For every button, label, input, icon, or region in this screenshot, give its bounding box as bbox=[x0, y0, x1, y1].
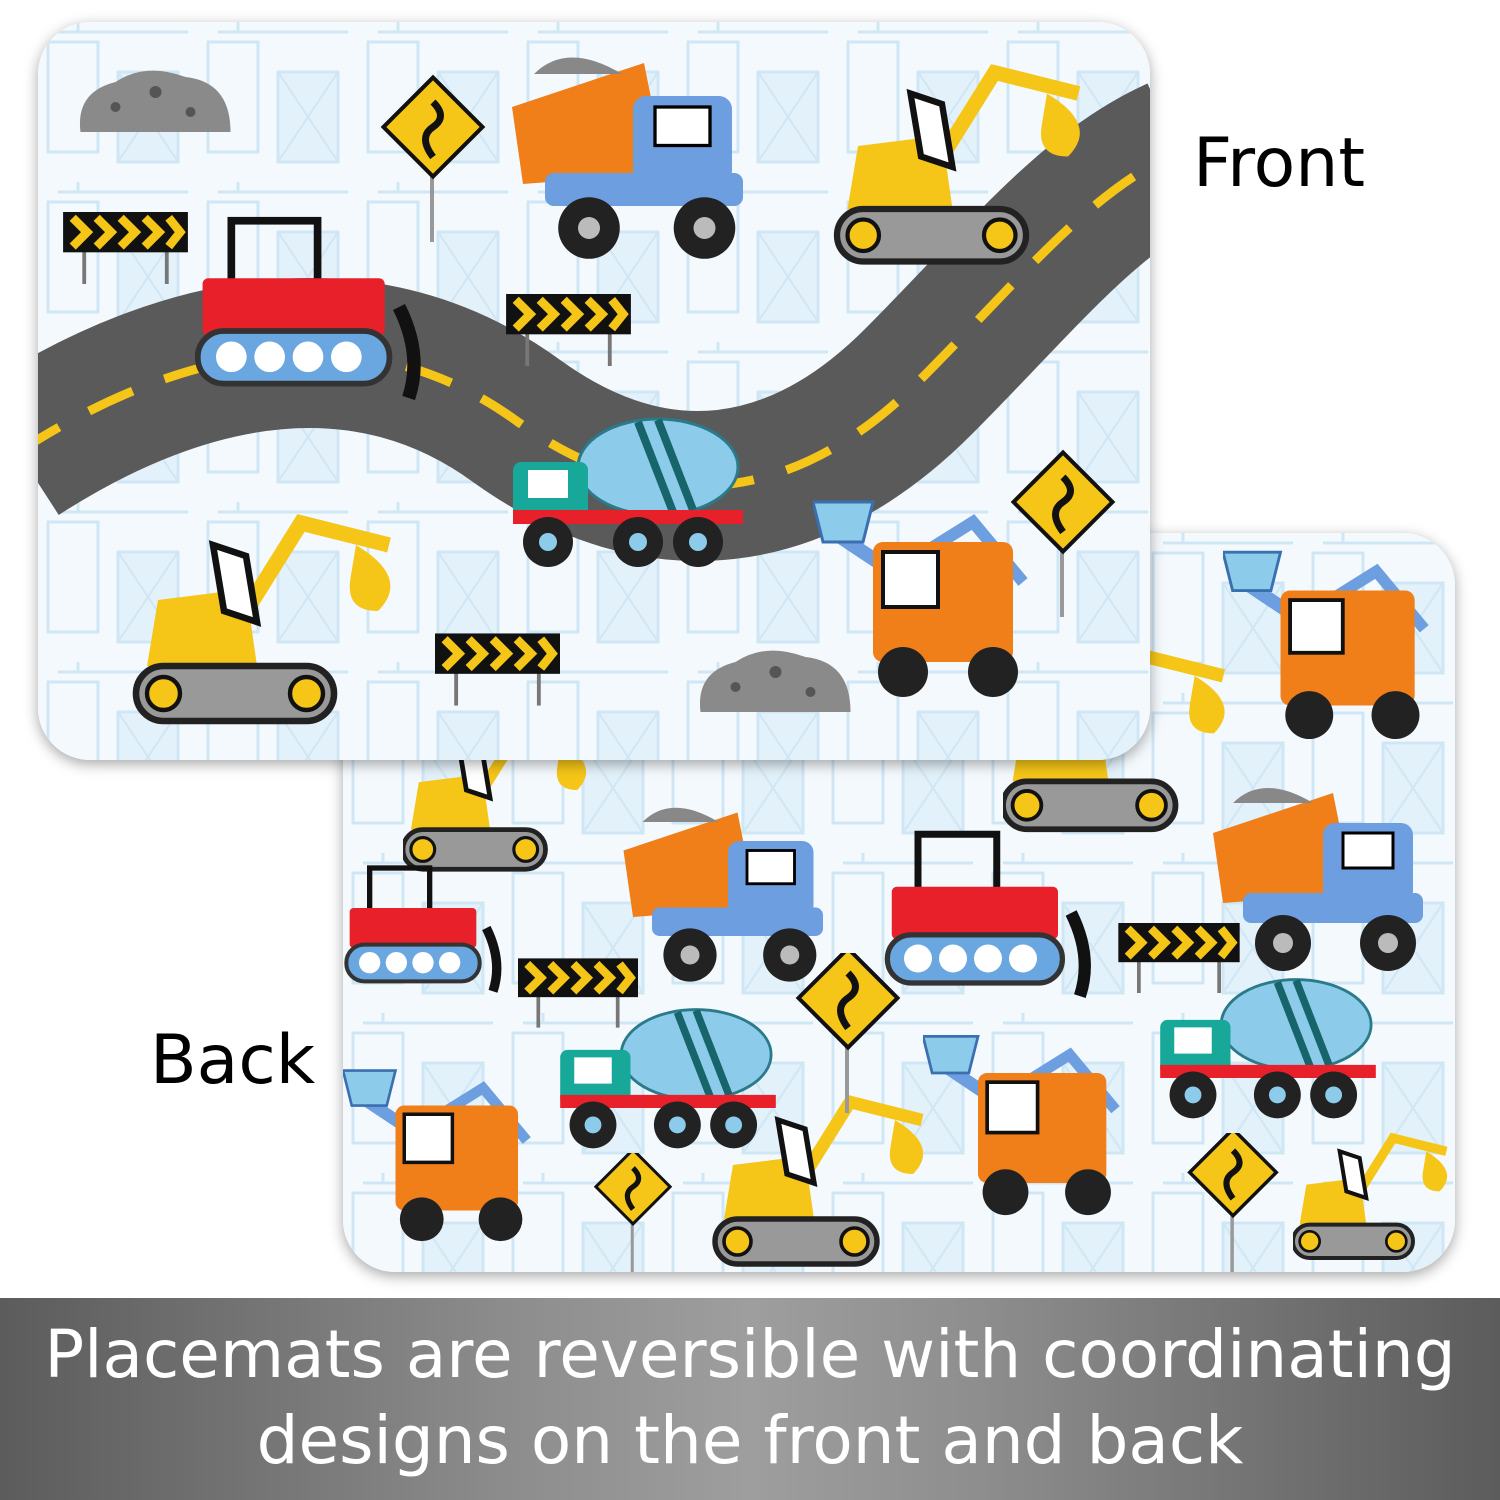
caption-line-1: Placemats are reversible with coordinati… bbox=[44, 1316, 1456, 1393]
front-label: Front bbox=[1193, 124, 1365, 203]
caption-line-2: designs on the front and back bbox=[256, 1402, 1244, 1479]
back-label: Back bbox=[150, 1021, 316, 1100]
front-placemat bbox=[38, 22, 1150, 760]
caption-banner: Placemats are reversible with coordinati… bbox=[0, 1298, 1500, 1500]
front-placemat-pattern bbox=[38, 22, 1150, 760]
